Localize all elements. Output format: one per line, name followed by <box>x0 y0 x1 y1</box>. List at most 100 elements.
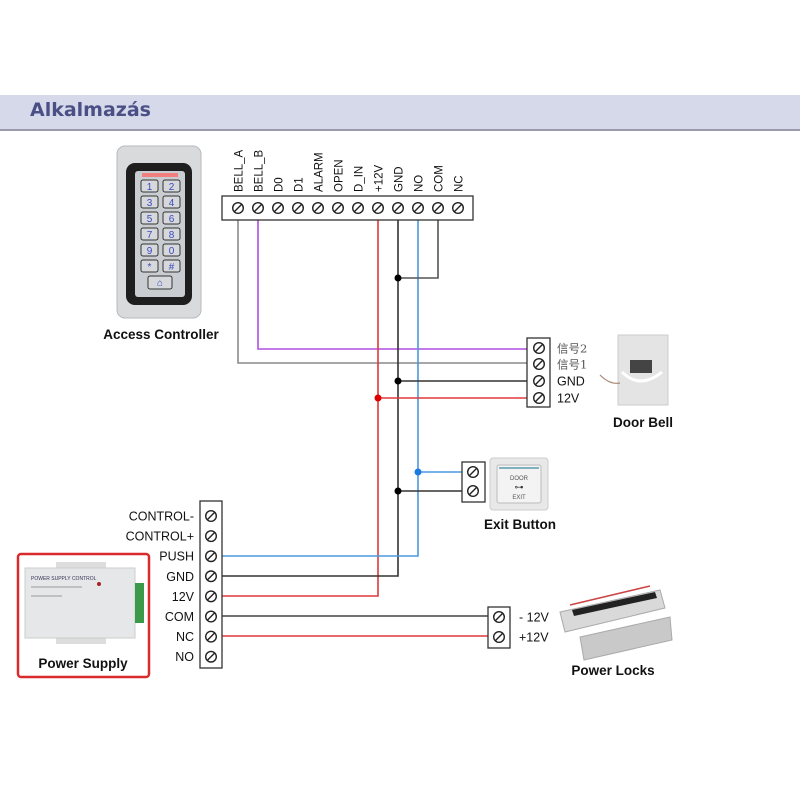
terminal-label: ALARM <box>314 152 326 192</box>
terminal-screw <box>467 466 480 479</box>
terminal-screw <box>332 201 345 214</box>
terminal-screw <box>452 201 465 214</box>
bell-icon: ⌂ <box>157 278 163 289</box>
terminal-screw <box>204 650 217 663</box>
terminal-label: D1 <box>294 177 306 192</box>
section-title: Alkalmazás <box>30 99 151 121</box>
terminal-screw <box>493 611 506 624</box>
terminal-label: COM <box>434 165 446 192</box>
power-supply-caption: Power Supply <box>38 656 128 671</box>
wire-bell-a <box>237 220 527 364</box>
keypad-key: 6 <box>162 211 181 225</box>
terminal-screw <box>272 201 285 214</box>
terminal-label: - 12V <box>519 611 550 625</box>
terminal-screw <box>533 375 546 388</box>
terminal-label: COM <box>165 610 194 624</box>
terminal-label: +12V <box>519 631 549 645</box>
keypad-key-label: 7 <box>147 230 153 241</box>
power-locks-caption: Power Locks <box>571 663 654 678</box>
terminal-label: 信号2 <box>557 342 587 356</box>
terminal-screw <box>231 201 244 214</box>
access-controller-caption: Access Controller <box>103 327 219 342</box>
door-bell-caption: Door Bell <box>613 415 673 430</box>
terminal-screw <box>251 201 264 214</box>
keypad-key-label: 5 <box>147 214 153 225</box>
keypad-key: 4 <box>162 195 181 209</box>
terminal-screw <box>372 201 385 214</box>
keypad-key-label: 4 <box>169 198 175 209</box>
terminal-label: BELL_A <box>234 149 246 192</box>
exit-button-caption: Exit Button <box>484 517 556 532</box>
terminal-screw <box>204 510 217 523</box>
wire-com <box>398 220 439 279</box>
terminal-label: NC <box>176 630 194 644</box>
wire-no <box>222 220 419 557</box>
terminal-screw <box>412 201 425 214</box>
terminal-label: CONTROL+ <box>126 530 194 544</box>
terminal-screw <box>432 201 445 214</box>
junction-dot <box>394 377 402 385</box>
power-supply-highlight-box <box>16 552 151 679</box>
keypad-key-label: 2 <box>169 182 175 193</box>
terminal-label: 12V <box>172 590 195 604</box>
keypad-key-label: # <box>169 262 175 273</box>
junction-dot <box>394 274 402 282</box>
section-header: Alkalmazás <box>0 95 800 131</box>
keypad-key: 2 <box>162 179 181 193</box>
terminal-label: 信号1 <box>557 358 587 372</box>
terminal-label: 12V <box>557 392 580 406</box>
terminal-screw <box>493 631 506 644</box>
terminal-screw <box>467 485 480 498</box>
power-supply-terminal-block <box>199 500 223 669</box>
keypad-key-label: 6 <box>169 214 175 225</box>
terminal-screw <box>204 590 217 603</box>
terminal-label: NO <box>175 650 194 664</box>
keypad-key: * <box>140 259 159 273</box>
terminal-label: GND <box>557 375 585 389</box>
terminal-screw <box>392 201 405 214</box>
key-icon: ⊶ <box>515 482 524 492</box>
terminal-label: BELL_B <box>254 149 266 192</box>
terminal-label: D_IN <box>354 166 366 192</box>
terminal-screw <box>204 550 217 563</box>
junction-dot <box>374 394 382 402</box>
terminal-label: GND <box>166 570 194 584</box>
terminal-label: +12V <box>374 164 386 192</box>
junction-dot <box>414 468 422 476</box>
keypad-key-label: 3 <box>147 198 153 209</box>
power-supply-device-label: POWER SUPPLY CONTROL <box>31 576 97 582</box>
terminal-label: PUSH <box>159 550 194 564</box>
terminal-label: OPEN <box>334 159 346 192</box>
keypad-key: 1 <box>140 179 159 193</box>
terminal-screw <box>352 201 365 214</box>
wire-gnd <box>222 220 399 577</box>
terminal-screw <box>292 201 305 214</box>
exit-button-face-text: DOOR <box>510 476 529 482</box>
terminal-label: GND <box>394 166 406 192</box>
terminal-screw <box>204 610 217 623</box>
keypad-key-label: * <box>148 262 152 273</box>
keypad-key: 3 <box>140 195 159 209</box>
keypad-key: 5 <box>140 211 159 225</box>
terminal-label: NO <box>414 175 426 192</box>
terminal-screw <box>204 570 217 583</box>
wires <box>222 220 527 637</box>
terminal-screw <box>533 358 546 371</box>
terminal-screw <box>533 342 546 355</box>
keypad-key: 7 <box>140 227 159 241</box>
keypad-key-label: 1 <box>147 182 153 193</box>
keypad-key-label: 8 <box>169 230 175 241</box>
wire-bell-b <box>257 220 527 350</box>
keypad-key: # <box>162 259 181 273</box>
keypad-key: 0 <box>162 243 181 257</box>
terminal-screw <box>533 392 546 405</box>
keypad-key: 8 <box>162 227 181 241</box>
door-bell-terminal-block <box>526 337 551 408</box>
terminal-screw <box>204 530 217 543</box>
power-locks-image <box>559 585 673 661</box>
terminal-screw <box>204 630 217 643</box>
exit-button-face-sub: EXIT <box>512 495 526 501</box>
keypad-key: 9 <box>140 243 159 257</box>
keypad-key-label: 9 <box>147 246 153 257</box>
